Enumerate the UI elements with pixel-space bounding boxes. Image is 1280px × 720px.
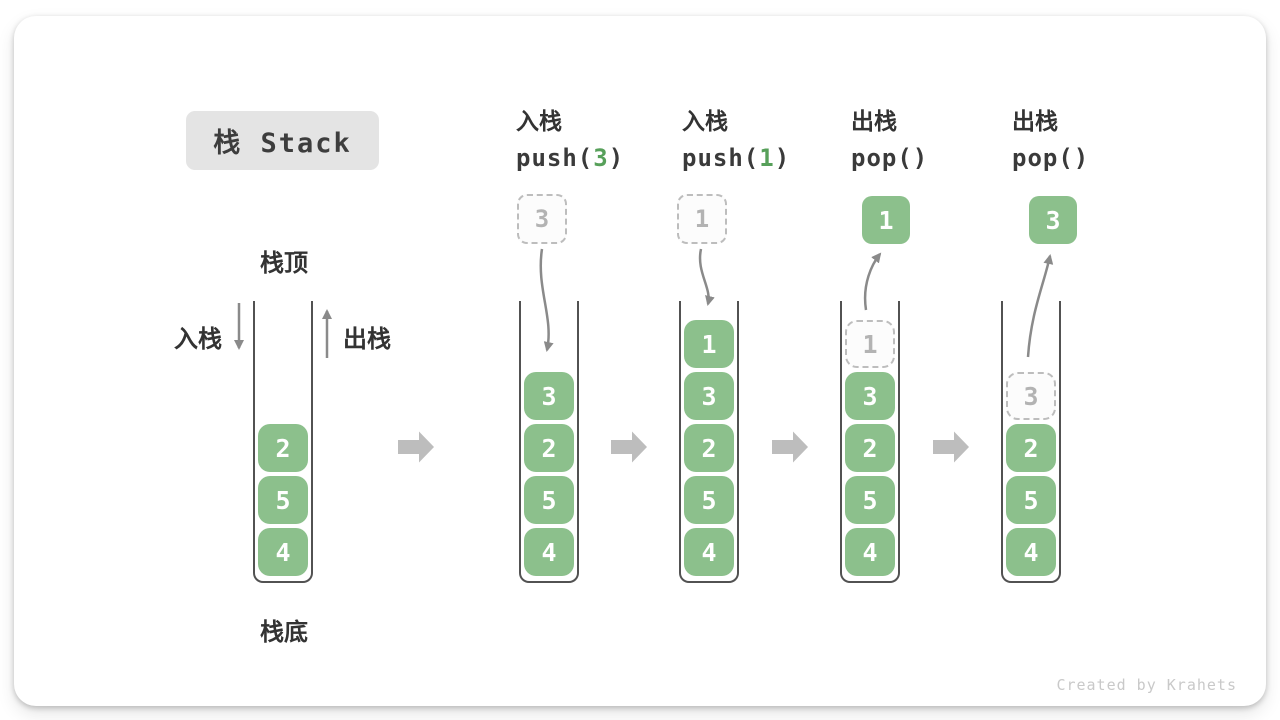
stack-block: 4 [684,528,734,576]
op-label: 入栈 [516,108,562,134]
stack-block: 3 [684,372,734,420]
stack-block: 2 [845,424,895,472]
stack-block: 4 [524,528,574,576]
pushed-value-box-1: 1 [677,194,727,244]
stack-block: 2 [524,424,574,472]
op-header-pop-1: 出栈 pop() [851,106,928,173]
op-code: pop() [1012,143,1089,173]
stack-block-ghost: 3 [1006,372,1056,420]
watermark: Created by Krahets [1056,676,1237,694]
op-header-push-1: 入栈 push(1) [682,106,790,173]
title-badge: 栈 Stack [186,111,379,170]
op-code: push(1) [682,143,790,173]
code-post: ) [774,144,791,172]
stack-after-pop-2: 3 2 5 4 [1001,301,1061,583]
code-pre: push( [516,144,594,172]
stack-block: 2 [258,424,308,472]
stack-block: 3 [845,372,895,420]
stack-block: 5 [1006,476,1056,524]
stack-after-push-1: 1 3 2 5 4 [679,301,739,583]
stack-block: 2 [1006,424,1056,472]
stack-block: 4 [258,528,308,576]
stack-block: 5 [845,476,895,524]
stack-top-label: 栈顶 [260,250,308,277]
stack-block: 5 [524,476,574,524]
popped-value-box-3: 3 [1029,196,1077,244]
stack-block: 2 [684,424,734,472]
stack-block: 3 [524,372,574,420]
code-post: ) [608,144,625,172]
code-num: 1 [759,144,775,172]
stack-block-ghost: 1 [845,320,895,368]
op-header-pop-2: 出栈 pop() [1012,106,1089,173]
pushed-value-box-3: 3 [517,194,567,244]
stack-block: 5 [684,476,734,524]
op-label: 出栈 [1012,108,1058,134]
stack-bottom-label: 栈底 [260,619,308,646]
stack-block: 4 [845,528,895,576]
code-pre: pop( [1012,144,1074,172]
stack-after-push-3: 3 2 5 4 [519,301,579,583]
code-pre: push( [682,144,760,172]
code-post: ) [1073,144,1090,172]
pop-side-label: 出栈 [343,326,391,353]
push-side-label: 入栈 [174,326,222,353]
stack-block: 1 [684,320,734,368]
stack-block: 5 [258,476,308,524]
op-label: 入栈 [682,108,728,134]
op-label: 出栈 [851,108,897,134]
stack-block: 4 [1006,528,1056,576]
op-code: push(3) [516,143,624,173]
op-code: pop() [851,143,928,173]
code-post: ) [912,144,929,172]
code-pre: pop( [851,144,913,172]
stack-after-pop-1: 1 3 2 5 4 [840,301,900,583]
popped-value-box-1: 1 [862,196,910,244]
code-num: 3 [593,144,609,172]
op-header-push-3: 入栈 push(3) [516,106,624,173]
stack-initial: 2 5 4 [253,301,313,583]
